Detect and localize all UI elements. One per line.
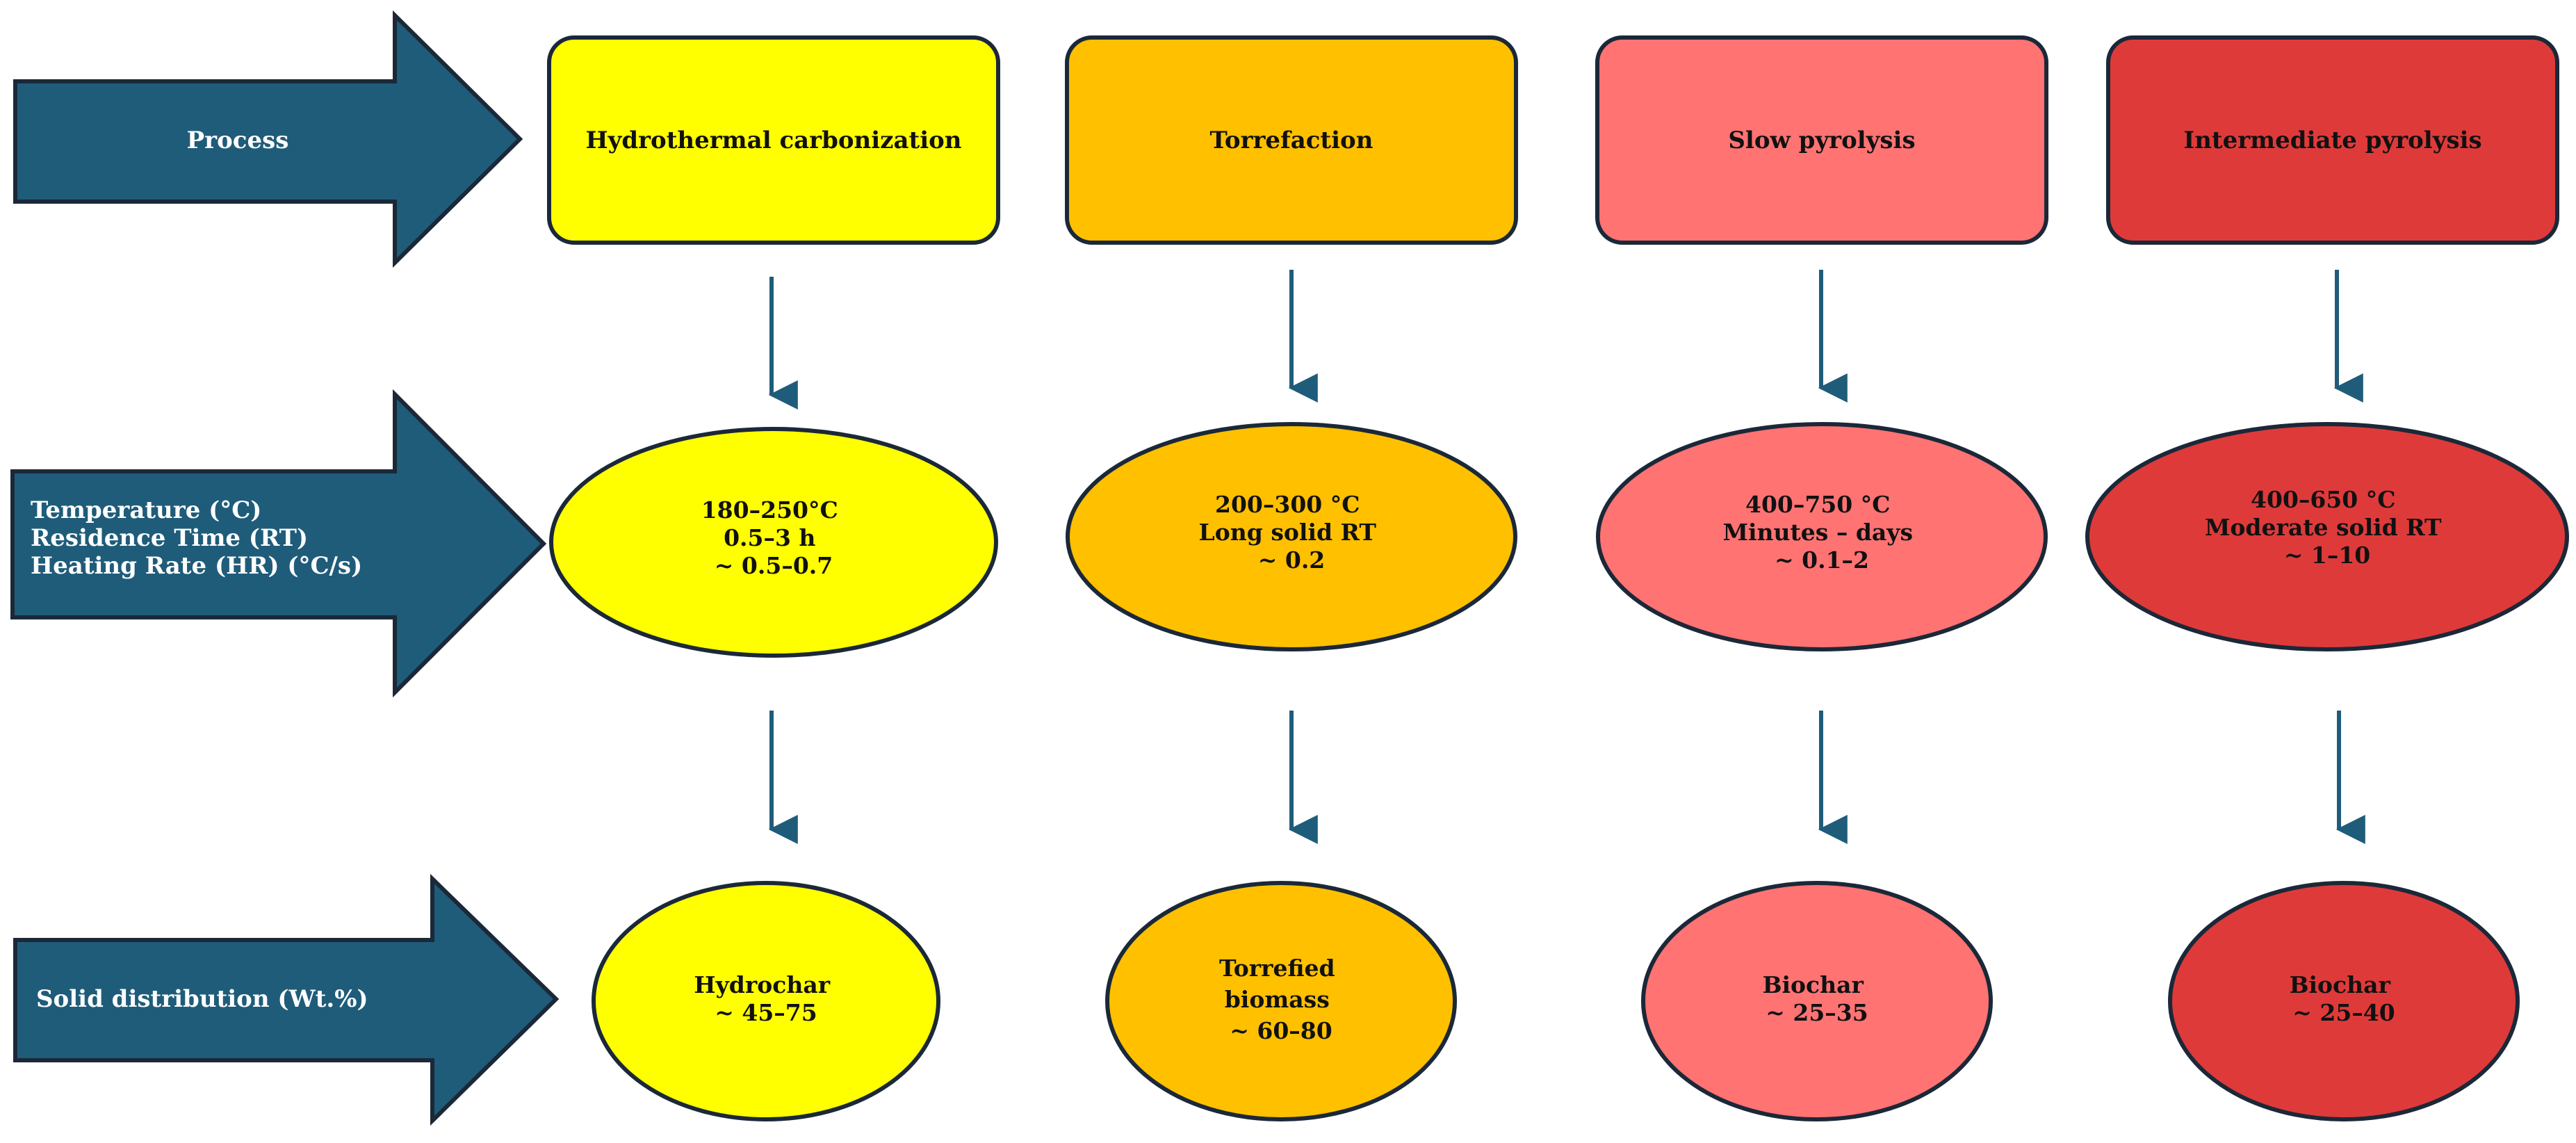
product-name-intermediate: Biochar [2290, 971, 2391, 998]
product-text-slow-pyrolysis: Biochar ~ 25–35 [1763, 971, 1872, 1026]
column-torrefaction: Torrefaction 200–300 °C Long solid RT ~ … [1065, 35, 1518, 1121]
product-yield-intermediate: ~ 25–40 [2292, 999, 2395, 1026]
conditions-label-temperature: Temperature (°C) [31, 496, 261, 524]
product-ellipse-intermediate-pyrolysis [2168, 881, 2520, 1121]
product-name-slow: Biochar [1763, 971, 1864, 998]
condition-residence-slow: Minutes – days [1722, 519, 1913, 546]
process-row-label: Process [187, 127, 289, 154]
condition-temperature-slow: 400–750 °C [1745, 491, 1891, 518]
conditions-text-slow-pyrolysis: 400–750 °C Minutes – days ~ 0.1–2 [1722, 491, 1921, 574]
solid-row-arrow [13, 873, 560, 1126]
process-box-intermediate-pyrolysis [2106, 35, 2559, 245]
conditions-text-intermediate-pyrolysis: 400–650 °C Moderate solid RT ~ 1–10 [2205, 486, 2449, 569]
condition-heating-torrefaction: ~ 0.2 [1258, 546, 1326, 574]
conditions-ellipse-slow-pyrolysis [1596, 422, 2048, 651]
process-row-arrow [13, 10, 523, 268]
conditions-label-heating-rate: Heating Rate (HR) (°C/s) [31, 552, 362, 580]
conditions-label-residence-time: Residence Time (RT) [31, 524, 308, 552]
product-text-hydrothermal-carbonization: Hydrochar ~ 45–75 [694, 971, 838, 1026]
process-name-intermediate-pyrolysis: Intermediate pyrolysis [2183, 127, 2481, 154]
row-label-solid: Solid distribution (Wt.%) [13, 873, 560, 1126]
process-name-hydrothermal-carbonization: Hydrothermal carbonization [585, 127, 961, 154]
conditions-ellipse-intermediate-pyrolysis [2085, 422, 2569, 651]
process-name-slow-pyrolysis: Slow pyrolysis [1728, 127, 1915, 154]
condition-temperature-torrefaction: 200–300 °C [1215, 491, 1360, 518]
conditions-ellipse-torrefaction [1066, 422, 1517, 651]
condition-heating-hydrothermal: ~ 0.5–0.7 [715, 552, 833, 579]
product-ellipse-slow-pyrolysis [1641, 881, 1993, 1121]
conditions-row-label: Temperature (°C) Residence Time (RT) Hea… [31, 496, 362, 580]
condition-heating-slow: ~ 0.1–2 [1775, 546, 1869, 574]
product-yield-torrefaction: ~ 60–80 [1230, 1017, 1332, 1044]
condition-residence-intermediate: Moderate solid RT [2205, 514, 2442, 541]
process-box-slow-pyrolysis [1595, 35, 2048, 245]
product-text-intermediate-pyrolysis: Biochar ~ 25–40 [2290, 971, 2399, 1026]
condition-residence-hydrothermal: 0.5–3 h [724, 524, 815, 551]
product-ellipse-torrefaction [1105, 881, 1457, 1121]
product-yield-slow: ~ 25–35 [1766, 999, 1868, 1026]
product-text-torrefaction: Torrefied biomass ~ 60–80 [1219, 955, 1343, 1044]
product-name-torrefaction-line2: biomass [1225, 986, 1330, 1013]
conditions-text-torrefaction: 200–300 °C Long solid RT ~ 0.2 [1199, 491, 1385, 574]
product-yield-hydrothermal: ~ 45–75 [715, 999, 817, 1026]
condition-residence-torrefaction: Long solid RT [1199, 519, 1377, 546]
column-hydrothermal-carbonization: Hydrothermal carbonization 180–250°C 0.5… [547, 35, 1000, 1121]
product-ellipse-hydrothermal-carbonization [592, 881, 940, 1121]
row-label-conditions: Temperature (°C) Residence Time (RT) Hea… [10, 389, 547, 698]
process-box-hydrothermal-carbonization [547, 35, 1000, 245]
process-box-torrefaction [1065, 35, 1518, 245]
condition-temperature-hydrothermal: 180–250°C [701, 496, 838, 524]
solid-row-label: Solid distribution (Wt.%) [36, 985, 368, 1013]
conditions-text-hydrothermal-carbonization: 180–250°C 0.5–3 h ~ 0.5–0.7 [701, 496, 847, 579]
row-label-process: Process [13, 10, 523, 268]
product-name-torrefaction-line1: Torrefied [1219, 955, 1335, 982]
column-intermediate-pyrolysis: Intermediate pyrolysis 400–650 °C Modera… [2085, 35, 2569, 1121]
process-name-torrefaction: Torrefaction [1210, 127, 1373, 154]
column-slow-pyrolysis: Slow pyrolysis 400–750 °C Minutes – days… [1595, 35, 2048, 1121]
product-name-hydrothermal: Hydrochar [694, 971, 830, 998]
condition-temperature-intermediate: 400–650 °C [2251, 486, 2396, 513]
conditions-ellipse-hydrothermal-carbonization [549, 427, 998, 658]
condition-heating-intermediate: ~ 1–10 [2284, 542, 2371, 569]
conditions-row-arrow [10, 389, 547, 698]
